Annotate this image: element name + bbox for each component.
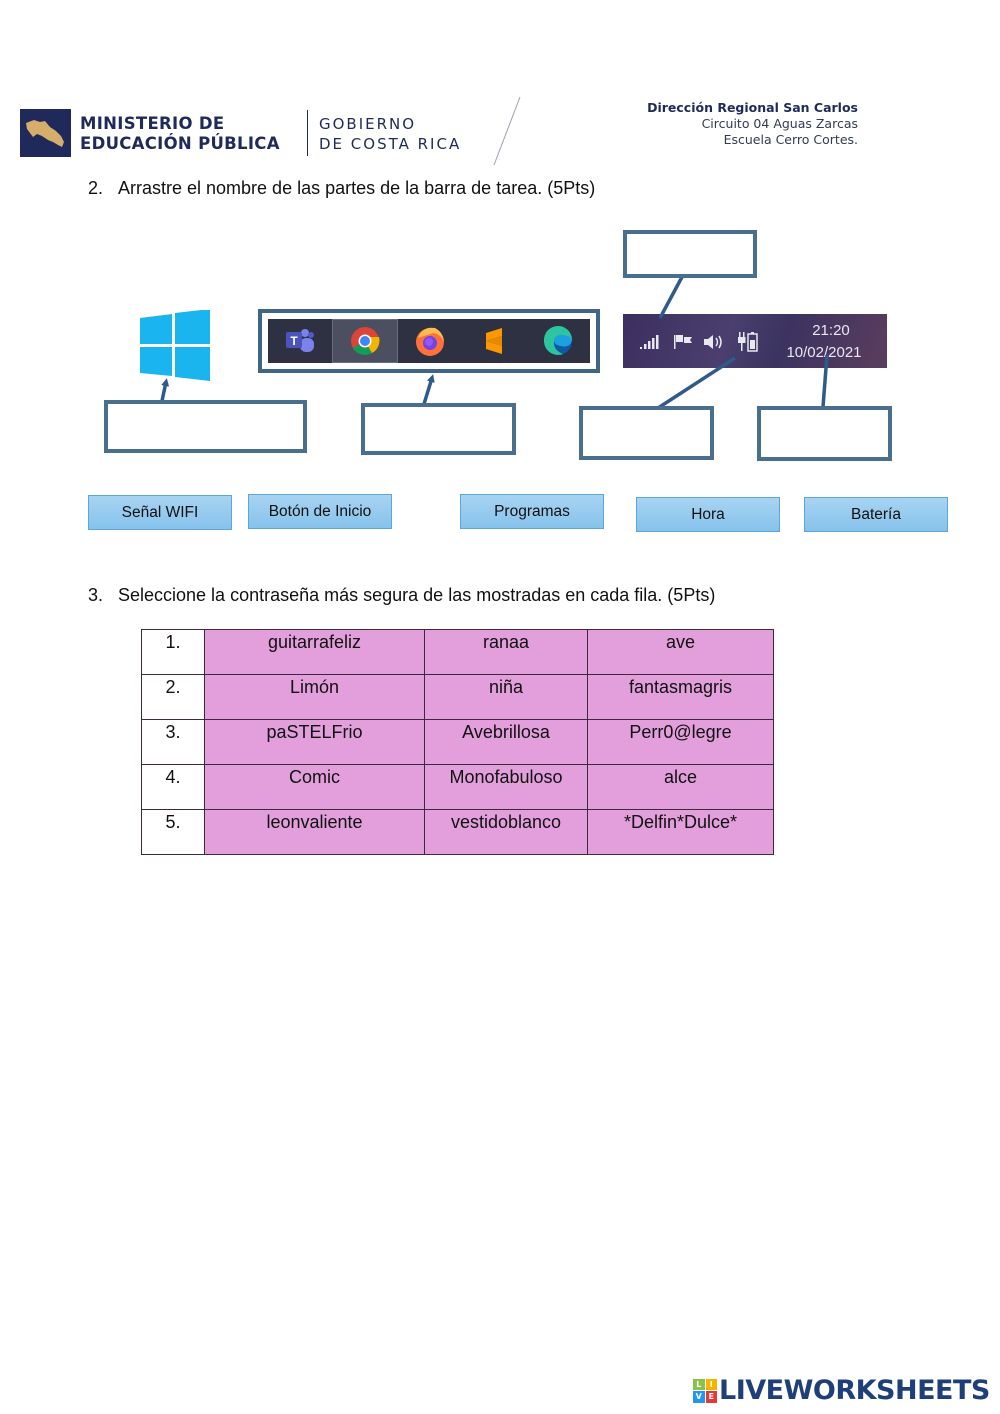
question-2: 2. Arrastre el nombre de las partes de la… <box>88 178 595 199</box>
signal-connector <box>658 276 684 319</box>
flag-icon <box>674 335 692 349</box>
password-option[interactable]: alce <box>587 764 774 810</box>
mep-logo <box>20 109 71 157</box>
drag-chip-start-button[interactable]: Botón de Inicio <box>248 494 392 529</box>
government-name: GOBIERNO DE COSTA RICA <box>319 114 461 154</box>
government-line2: DE COSTA RICA <box>319 135 462 153</box>
region-school: Escuela Cerro Cortes. <box>723 132 858 147</box>
password-option[interactable]: Perr0@legre <box>587 719 774 765</box>
row-index: 1. <box>141 629 205 675</box>
password-option[interactable]: vestidoblanco <box>424 809 588 855</box>
svg-text:T: T <box>290 334 298 348</box>
region-circuit: Circuito 04 Aguas Zarcas <box>701 116 858 131</box>
programs-frame: T <box>258 309 600 373</box>
password-option[interactable]: ranaa <box>424 629 588 675</box>
speaker-icon <box>704 335 722 349</box>
ministry-name: MINISTERIO DE EDUCACIÓN PÚBLICA <box>80 114 280 154</box>
ministry-line1: MINISTERIO DE <box>80 114 225 133</box>
drop-box-signal[interactable] <box>623 230 757 278</box>
row-index: 5. <box>141 809 205 855</box>
password-table: 1. guitarrafeliz ranaa ave 2. Limón niña… <box>141 629 774 855</box>
brand-tile: L <box>693 1378 705 1390</box>
region-title: Dirección Regional San Carlos <box>647 100 858 115</box>
password-option[interactable]: paSTELFrio <box>204 719 425 765</box>
teams-icon: T <box>286 329 314 352</box>
table-row: 1. guitarrafeliz ranaa ave <box>141 629 774 675</box>
windows-start-icon <box>140 310 210 381</box>
sublime-app <box>462 319 526 363</box>
brand-tile: V <box>693 1391 705 1403</box>
drop-box-programs[interactable] <box>361 403 516 455</box>
password-option[interactable]: Monofabuloso <box>424 764 588 810</box>
signal-icon <box>640 335 659 349</box>
row-index: 2. <box>141 674 205 720</box>
programs-connector <box>422 374 435 405</box>
row-index: 3. <box>141 719 205 765</box>
brand-tile: E <box>705 1391 717 1403</box>
question-2-text: Arrastre el nombre de las partes de la b… <box>118 178 596 198</box>
password-option[interactable]: guitarrafeliz <box>204 629 425 675</box>
government-line1: GOBIERNO <box>319 115 417 133</box>
sublime-icon <box>486 328 502 354</box>
header-slash-decoration <box>493 96 521 166</box>
table-row: 3. paSTELFrio Avebrillosa Perr0@legre <box>141 719 774 765</box>
teams-app: T <box>268 319 332 363</box>
password-option[interactable]: Comic <box>204 764 425 810</box>
pinned-apps: T <box>268 319 590 363</box>
row-index: 4. <box>141 764 205 810</box>
password-option[interactable]: niña <box>424 674 588 720</box>
edge-icon <box>543 325 572 355</box>
chrome-icon <box>351 327 380 355</box>
password-option[interactable]: Limón <box>204 674 425 720</box>
costa-rica-map-icon <box>26 120 64 147</box>
password-option[interactable]: leonvaliente <box>204 809 425 855</box>
regional-info: Dirección Regional San Carlos Circuito 0… <box>647 100 858 148</box>
system-tray: 21:20 10/02/2021 <box>623 314 887 368</box>
edge-app <box>526 319 590 363</box>
chrome-app <box>332 319 398 363</box>
drag-chip-time[interactable]: Hora <box>636 497 780 532</box>
password-option[interactable]: fantasmagris <box>587 674 774 720</box>
drag-chip-programs[interactable]: Programas <box>460 494 604 529</box>
drop-box-battery[interactable] <box>579 406 714 460</box>
question-3: 3. Seleccione la contraseña más segura de… <box>88 585 715 606</box>
table-row: 5. leonvaliente vestidoblanco *Delfin*Du… <box>141 809 774 855</box>
brand-name: LIVEWORKSHEETS <box>719 1375 990 1406</box>
drop-box-clock[interactable] <box>757 406 892 461</box>
firefox-app <box>398 319 462 363</box>
table-row: 4. Comic Monofabuloso alce <box>141 764 774 810</box>
question-3-text: Seleccione la contraseña más segura de l… <box>118 585 716 605</box>
start-connector <box>160 378 170 402</box>
battery-icon <box>738 332 758 352</box>
firefox-icon <box>416 327 444 356</box>
clock-time: 21:20 <box>812 322 850 339</box>
password-option[interactable]: *Delfin*Dulce* <box>587 809 774 855</box>
liveworksheets-logo: L I V E LIVEWORKSHEETS <box>693 1375 990 1406</box>
brand-tile: I <box>705 1378 717 1390</box>
table-row: 2. Limón niña fantasmagris <box>141 674 774 720</box>
brand-tiles-icon: L I V E <box>693 1378 717 1403</box>
clock-date: 10/02/2021 <box>786 344 862 361</box>
drop-box-start[interactable] <box>104 400 307 453</box>
drag-chip-battery[interactable]: Batería <box>804 497 948 532</box>
password-option[interactable]: ave <box>587 629 774 675</box>
ministry-line2: EDUCACIÓN PÚBLICA <box>80 134 280 153</box>
header-divider <box>307 110 308 156</box>
question-3-number: 3. <box>88 585 104 605</box>
drag-chip-wifi[interactable]: Señal WIFI <box>88 495 232 530</box>
password-option[interactable]: Avebrillosa <box>424 719 588 765</box>
question-2-number: 2. <box>88 178 104 198</box>
